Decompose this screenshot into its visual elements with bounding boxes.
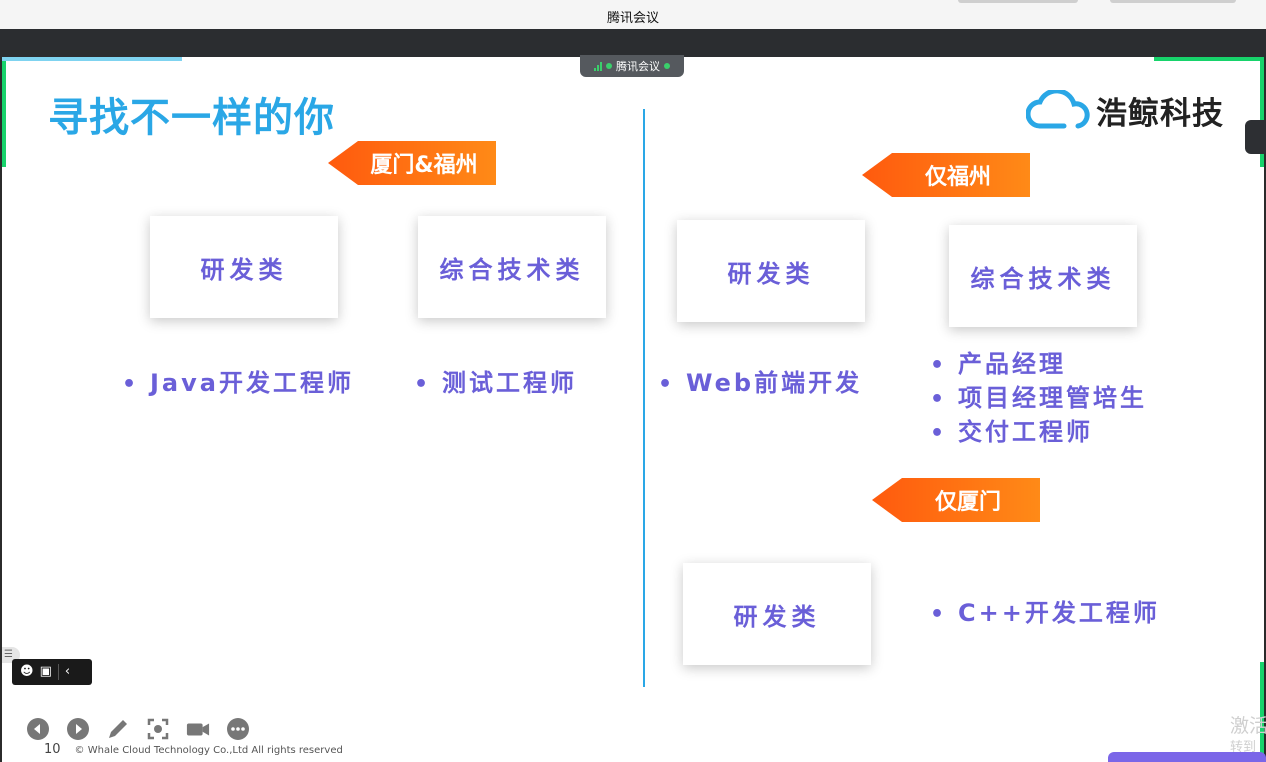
card-label: 研发类: [733, 602, 821, 631]
category-card-rd: 研发类: [150, 216, 338, 318]
section-divider: [643, 109, 645, 687]
activation-watermark: 激活 转到: [1230, 716, 1266, 758]
next-icon[interactable]: [66, 717, 90, 741]
pen-icon[interactable]: [106, 717, 130, 741]
side-toolbar-handle[interactable]: [1245, 120, 1266, 154]
card-label: 综合技术类: [970, 264, 1116, 293]
green-frame-edge-right: [1260, 57, 1264, 167]
ribbon-label: 厦门&福州: [370, 153, 478, 178]
category-card-tech-fz: 综合技术类: [949, 225, 1137, 327]
job-list-rd-fz: Web前端开发: [658, 367, 862, 401]
job-list-tech-fz: 产品经理 项目经理管培生 交付工程师: [930, 348, 1147, 450]
meeting-badge-label: 腾讯会议: [616, 60, 660, 73]
ribbon-xiamen-fuzhou: 厦门&福州: [328, 141, 496, 185]
card-label: 研发类: [200, 255, 288, 284]
status-dot-icon: [606, 63, 612, 69]
emoji-icon[interactable]: ☻: [20, 664, 34, 679]
card-label: 研发类: [727, 259, 815, 288]
meeting-status-badge[interactable]: 腾讯会议: [580, 55, 684, 77]
ribbon-fuzhou-only: 仅福州: [862, 153, 1030, 197]
toolbar-band: [0, 29, 1266, 57]
window-control-handle[interactable]: [958, 0, 1078, 3]
chat-icon[interactable]: ▣: [39, 664, 52, 679]
page-number: 10: [44, 742, 61, 757]
camera-icon[interactable]: [186, 717, 210, 741]
list-item: 测试工程师: [414, 367, 577, 401]
toolbar-separator: [57, 664, 59, 680]
ribbon-label: 仅厦门: [934, 490, 1001, 515]
slide-footer: 10 © Whale Cloud Technology Co.,Ltd All …: [44, 742, 343, 757]
window-title-bar: 腾讯会议: [0, 0, 1266, 29]
job-list-tech: 测试工程师: [414, 367, 577, 401]
list-item: 产品经理: [930, 348, 1147, 382]
list-item: Java开发工程师: [122, 367, 354, 401]
collapse-icon[interactable]: ‹: [64, 664, 71, 679]
green-frame-edge-top-right: [1154, 57, 1264, 61]
watermark-line-2: 转到: [1230, 740, 1257, 755]
presentation-slide: 寻找不一样的你 浩鲸科技 厦门&福州 研发类 综合技术类 Java开发工程师 测…: [2, 57, 1264, 762]
card-label: 综合技术类: [439, 255, 585, 284]
signal-icon: [594, 61, 602, 71]
copyright-text: © Whale Cloud Technology Co.,Ltd All rig…: [74, 745, 343, 756]
green-frame-edge: [2, 57, 6, 167]
slide-heading: 寻找不一样的你: [48, 95, 335, 141]
window-title: 腾讯会议: [606, 11, 659, 26]
ribbon-label: 仅福州: [924, 165, 991, 190]
category-card-tech: 综合技术类: [418, 216, 606, 318]
green-frame-edge-bottom-right: [1260, 662, 1264, 762]
list-item: Web前端开发: [658, 367, 862, 401]
more-icon[interactable]: [226, 717, 250, 741]
blue-frame-edge: [2, 57, 182, 61]
prev-icon[interactable]: [26, 717, 50, 741]
taskbar-accent: [1108, 752, 1266, 762]
category-card-rd-xm: 研发类: [683, 563, 871, 665]
presentation-controls: [26, 717, 250, 741]
list-item: 交付工程师: [930, 416, 1147, 450]
window-control-handle-2[interactable]: [1110, 0, 1236, 3]
chat-toolbar: ☻ ▣ ‹: [12, 659, 92, 685]
list-item: 项目经理管培生: [930, 382, 1147, 416]
job-list-rd-xm: C++开发工程师: [930, 597, 1160, 631]
ribbon-xiamen-only: 仅厦门: [872, 478, 1040, 522]
category-card-rd-fz: 研发类: [677, 220, 865, 322]
company-logo: 浩鲸科技: [1026, 87, 1224, 133]
cloud-logo-icon: [1026, 90, 1090, 129]
list-item: C++开发工程师: [930, 597, 1160, 631]
job-list-rd: Java开发工程师: [122, 367, 354, 401]
watermark-line-1: 激活: [1230, 715, 1266, 737]
status-dot-icon-2: [664, 63, 670, 69]
capture-icon[interactable]: [146, 717, 170, 741]
logo-brand-text: 浩鲸科技: [1096, 95, 1224, 132]
